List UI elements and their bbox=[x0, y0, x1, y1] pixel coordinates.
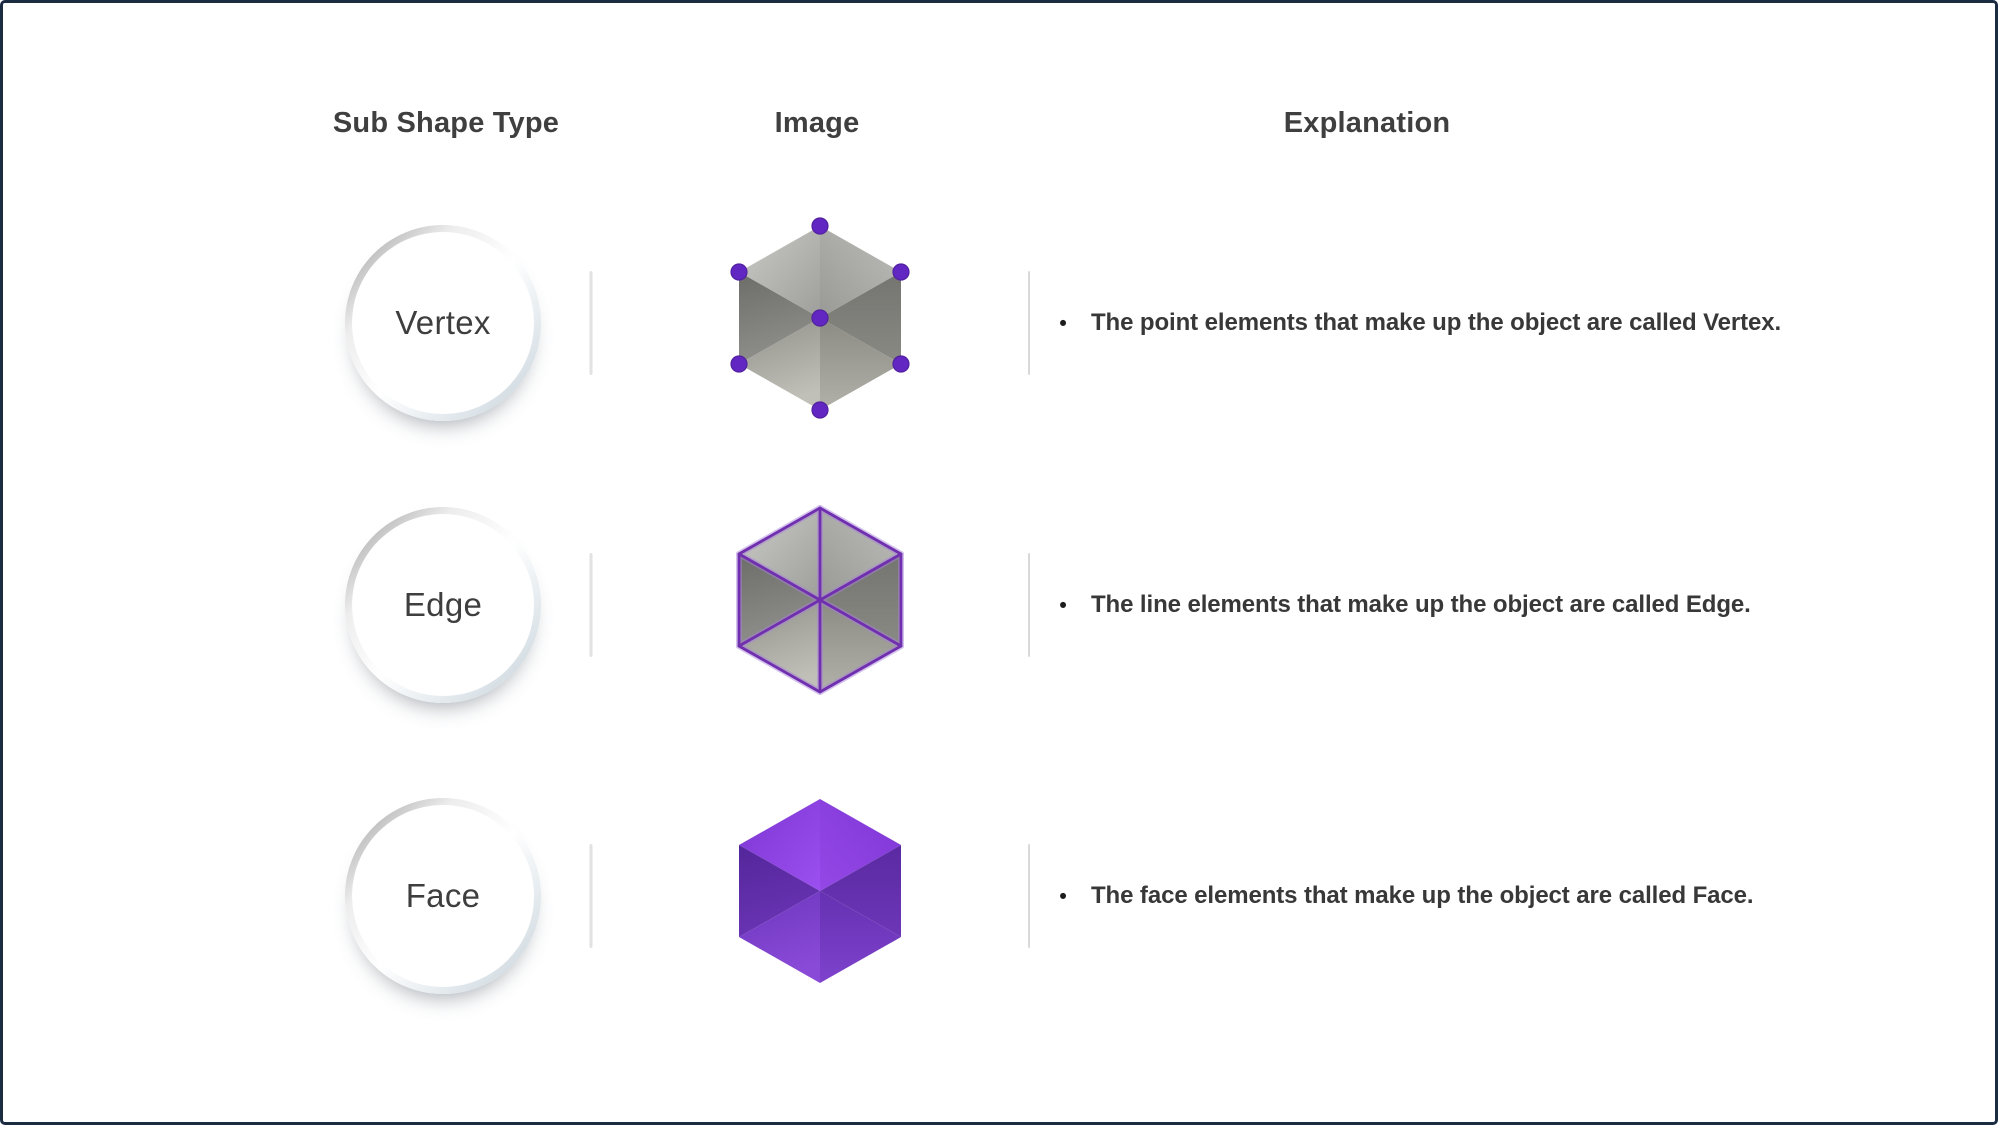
divider-image-explanation bbox=[1028, 271, 1030, 375]
edge-cube-icon bbox=[736, 505, 904, 695]
divider-type-image bbox=[589, 553, 593, 657]
vertex-cube-icon bbox=[730, 217, 910, 419]
divider-type-image bbox=[589, 844, 593, 948]
explanation-item: • The face elements that make up the obj… bbox=[1049, 882, 1753, 910]
column-header-sub-shape-type: Sub Shape Type bbox=[332, 107, 560, 139]
edge-type-label: Edge bbox=[352, 514, 534, 696]
bullet-icon: • bbox=[1059, 884, 1067, 908]
table-row-vertex: Vertex • The point elements that make bbox=[3, 213, 1995, 433]
explanation-text: The line elements that make up the objec… bbox=[1091, 591, 1751, 618]
face-cube-icon bbox=[739, 799, 901, 983]
vertex-type-label: Vertex bbox=[352, 232, 534, 414]
explanation-item: • The point elements that make up the ob… bbox=[1049, 309, 1781, 337]
face-type-label: Face bbox=[352, 805, 534, 987]
vertex-dots bbox=[730, 217, 910, 419]
column-header-image: Image bbox=[774, 107, 860, 139]
table-row-edge: Edge bbox=[3, 495, 1995, 715]
divider-type-image bbox=[589, 271, 593, 375]
table-row-face: Face • The face elements that make up th… bbox=[3, 786, 1995, 1006]
bullet-icon: • bbox=[1059, 311, 1067, 335]
explanation-text: The point elements that make up the obje… bbox=[1091, 309, 1782, 336]
bullet-icon: • bbox=[1059, 593, 1067, 617]
explanation-text: The face elements that make up the objec… bbox=[1091, 882, 1754, 909]
divider-image-explanation bbox=[1028, 553, 1030, 657]
explanation-item: • The line elements that make up the obj… bbox=[1049, 591, 1751, 619]
face-type-circle: Face bbox=[345, 798, 541, 994]
column-header-explanation: Explanation bbox=[1283, 107, 1451, 139]
divider-image-explanation bbox=[1028, 844, 1030, 948]
vertex-type-circle: Vertex bbox=[345, 225, 541, 421]
edge-lines bbox=[737, 506, 903, 694]
edge-type-circle: Edge bbox=[345, 507, 541, 703]
